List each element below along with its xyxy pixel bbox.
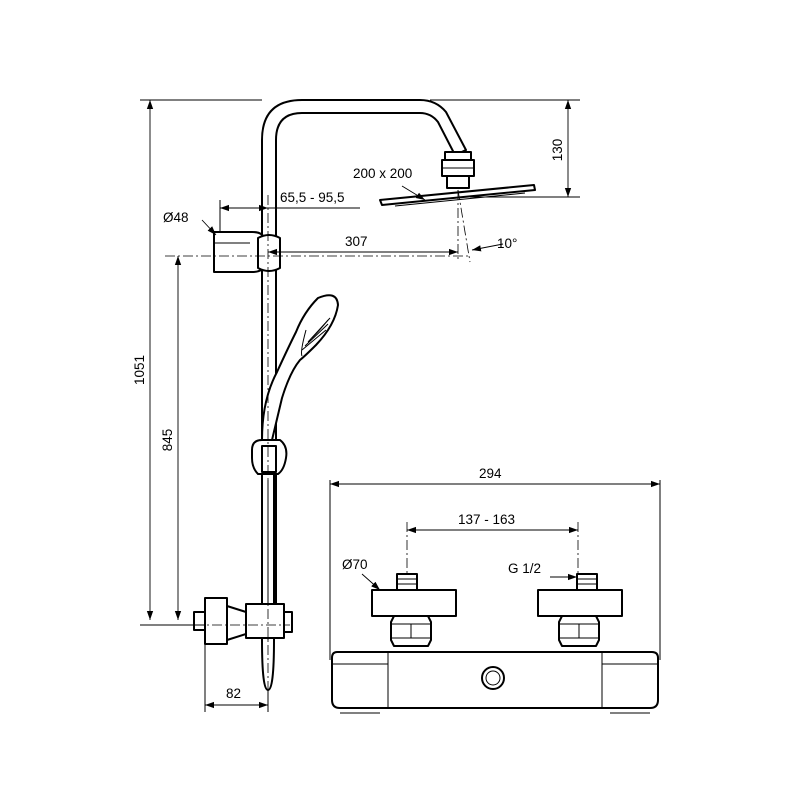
label-arm-reach: 307: [345, 234, 368, 249]
left-inlet: [371, 573, 457, 647]
label-head-drop: 130: [550, 139, 565, 162]
column-dimensions: 1051 845 130 200 x 200 65,5 - 95,5 307 1…: [132, 99, 580, 712]
label-wall-projection: 82: [226, 686, 241, 701]
label-holder-diameter: Ø48: [163, 210, 189, 225]
right-cover-plate: [537, 589, 623, 617]
left-cover-plate: [371, 589, 457, 617]
wall-flange: [204, 597, 228, 645]
thermostatic-mixer: 294 137 - 163: [329, 466, 661, 714]
mixer-outlet: [481, 666, 505, 690]
label-rail-offset: 65,5 - 95,5: [280, 190, 345, 205]
label-head-size: 200 x 200: [353, 166, 412, 181]
label-outlet-height: 845: [160, 429, 175, 452]
label-inlet-centers: 137 - 163: [458, 512, 515, 527]
right-inlet: [537, 573, 623, 647]
label-total-height: 1051: [132, 355, 147, 385]
hand-shower: [261, 294, 339, 441]
label-cover-diameter: Ø70: [342, 557, 368, 572]
rain-shower-head: [379, 184, 536, 206]
label-mixer-width: 294: [479, 466, 502, 481]
label-thread-size: G 1/2: [508, 561, 541, 576]
mixer-side-body: [245, 603, 285, 639]
hand-shower-holder: [213, 231, 265, 273]
label-tilt-angle: 10°: [497, 236, 517, 251]
shower-column: [193, 99, 536, 691]
head-connector: [444, 151, 472, 161]
